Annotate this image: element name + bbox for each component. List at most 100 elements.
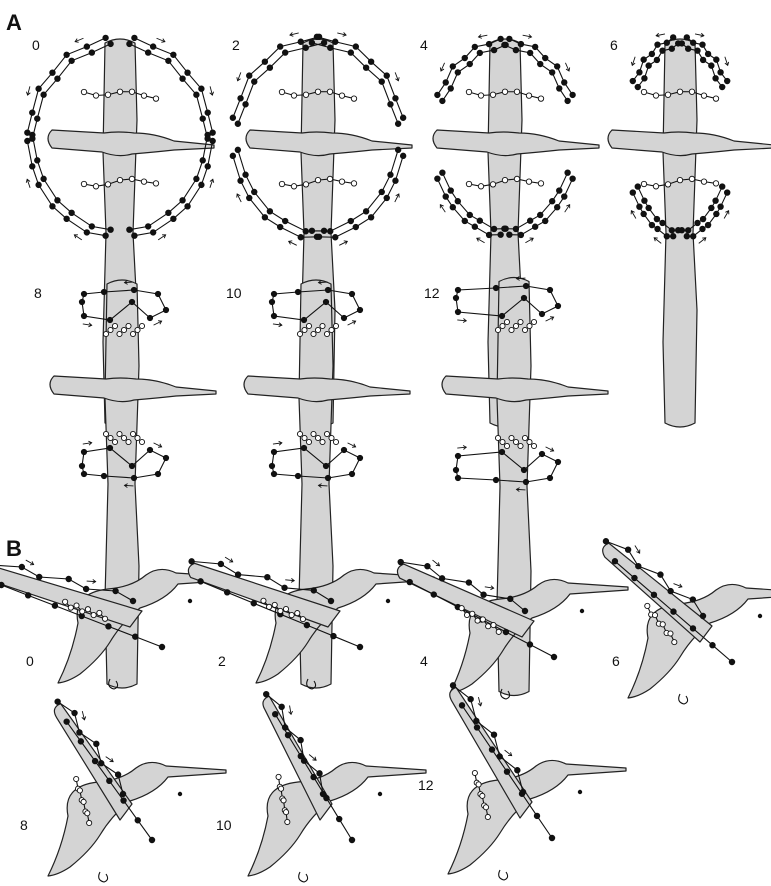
wrist-marker-open: [302, 435, 307, 440]
wingtip-marker-filled: [700, 216, 706, 222]
foot-outline: [679, 694, 688, 704]
wingtip-marker-filled: [700, 42, 706, 48]
wrist-marker-open: [74, 603, 79, 608]
wingtip-marker-filled: [25, 130, 31, 136]
wingtip-marker-filled: [690, 597, 696, 603]
wingtip-marker-filled: [714, 57, 720, 63]
motion-arrow: [237, 194, 241, 202]
wrist-marker-open: [464, 612, 469, 617]
wrist-marker-open: [276, 774, 281, 779]
wingtip-marker-filled: [695, 220, 701, 226]
wingtip-marker-filled: [325, 287, 330, 292]
wingtip-marker-filled: [121, 798, 127, 804]
motion-arrow: [157, 38, 165, 42]
wingtip-marker-filled: [89, 50, 95, 56]
motion-arrow: [457, 319, 466, 323]
wrist-marker-open: [272, 602, 277, 607]
wingtip-marker-filled: [50, 70, 56, 76]
wingtip-marker-filled: [357, 455, 362, 460]
wingtip-marker-filled: [69, 210, 75, 216]
wingtip-marker-filled: [127, 227, 133, 233]
wingtip-marker-filled: [246, 73, 252, 79]
wingtip-marker-filled: [166, 210, 172, 216]
wrist-marker-open: [112, 323, 117, 328]
wingtip-marker-filled: [393, 178, 399, 184]
wrist-marker-open: [653, 184, 658, 189]
wrist-marker-open: [514, 176, 519, 181]
wingtip-marker-filled: [108, 41, 114, 47]
wingtip-marker-filled: [246, 195, 252, 201]
wrist-marker-open: [85, 811, 90, 816]
wingtip-marker-filled: [719, 184, 725, 190]
wrist-marker-open: [139, 439, 144, 444]
motion-arrow: [656, 33, 665, 37]
wrist-marker-open: [315, 327, 320, 332]
wingtip-marker-filled: [542, 55, 548, 61]
wingtip-marker-filled: [491, 226, 497, 232]
wingtip-marker-filled: [30, 136, 36, 142]
wingtip-marker-filled: [341, 315, 346, 320]
wrist-marker-open: [496, 629, 501, 634]
wingtip-marker-filled: [189, 559, 195, 565]
motion-arrow: [546, 317, 554, 321]
wingtip-marker-filled: [700, 613, 706, 619]
wingtip-marker-filled: [205, 164, 211, 170]
motion-arrow: [523, 34, 532, 38]
wingtip-marker-filled: [311, 774, 317, 780]
wingtip-marker-filled: [106, 624, 112, 630]
wrist-marker-open: [261, 598, 266, 603]
wrist-marker-open: [141, 93, 146, 98]
wingtip-marker-filled: [331, 633, 337, 639]
wrist-marker-open: [502, 89, 507, 94]
wrist-marker-open: [81, 181, 86, 186]
wingtip-marker-filled: [455, 198, 461, 204]
wingtip-marker-filled: [455, 475, 460, 480]
wingtip-marker-filled: [527, 218, 533, 224]
wingtip-marker-filled: [265, 574, 271, 580]
wrist-marker-open: [689, 176, 694, 181]
side-view-frame: 12: [418, 683, 626, 880]
wingtip-marker-filled: [468, 696, 474, 702]
wingtip-marker-filled: [556, 86, 562, 92]
wingtip-marker-filled: [210, 130, 216, 136]
wingtip-marker-filled: [120, 791, 126, 797]
wrist-marker-open: [329, 435, 334, 440]
wrist-marker-open: [105, 92, 110, 97]
motion-arrow: [83, 441, 92, 445]
wingtip-marker-filled: [103, 35, 109, 41]
wingtip-marker-filled: [279, 704, 285, 710]
wrist-marker-open: [153, 96, 158, 101]
wrist-marker-open: [504, 443, 509, 448]
motion-arrow: [348, 321, 356, 325]
wingtip-marker-filled: [328, 598, 334, 604]
motion-arrow: [440, 63, 444, 71]
wingtip-marker-filled: [115, 772, 121, 778]
wingtip-marker-filled: [64, 719, 70, 725]
wingtip-marker-filled: [646, 205, 652, 211]
wingtip-marker-filled: [238, 178, 244, 184]
wrist-marker-open: [279, 181, 284, 186]
wrist-marker-open: [300, 617, 305, 622]
wingtip-marker-filled: [646, 63, 652, 69]
wingtip-marker-filled: [77, 730, 83, 736]
wingtip-marker-filled: [474, 725, 480, 731]
wingtip-marker-filled: [556, 188, 562, 194]
wingtip-marker-filled: [282, 585, 288, 591]
wingtip-marker-filled: [398, 559, 404, 565]
wrist-marker-open: [315, 89, 320, 94]
motion-arrow: [673, 584, 681, 588]
foot-outline: [499, 870, 508, 880]
wingtip-marker-filled: [507, 36, 513, 42]
wingtip-marker-filled: [664, 233, 670, 239]
wingtip-marker-filled: [324, 795, 330, 801]
wingtip-marker-filled: [431, 592, 437, 598]
wingtip-marker-filled: [180, 198, 186, 204]
wingtip-marker-filled: [493, 477, 498, 482]
wingtip-marker-filled: [729, 659, 735, 665]
wingtip-marker-filled: [507, 232, 513, 238]
wingtip-marker-filled: [107, 317, 112, 322]
wrist-marker-open: [279, 89, 284, 94]
motion-arrow: [348, 443, 356, 447]
wingtip-marker-filled: [81, 449, 86, 454]
side-view-frame: 10: [216, 691, 426, 882]
